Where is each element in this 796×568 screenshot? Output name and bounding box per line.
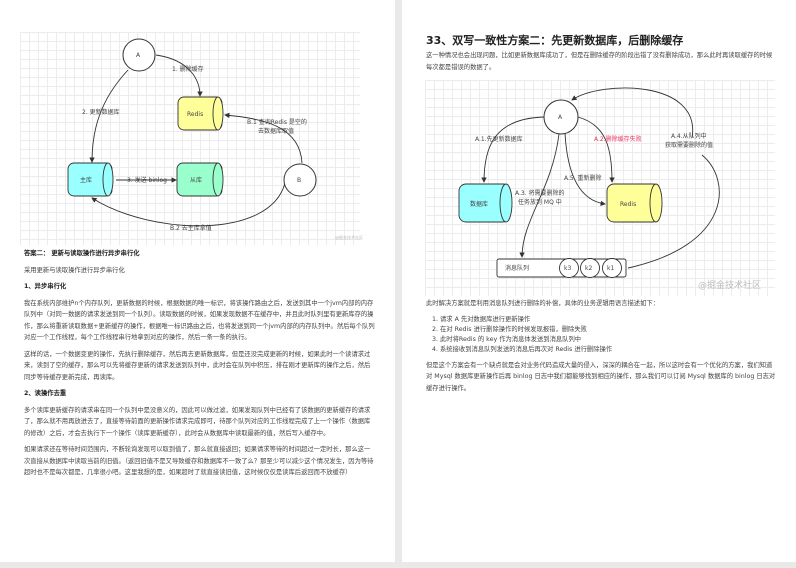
answer-heading: 答案二： 更新与读取操作进行异步串行化 [24,250,140,257]
label-b: B [297,177,301,184]
label-master: 主库 [80,176,92,184]
label-step2: 2. 更新数据库 [82,108,120,116]
step-item: 此时将Redis 的 key 作为消息体发送到消息队列中 [440,335,776,345]
intro-text: 这一种情况也会出现问题，比如更新数据库成功了，但是在删除缓存的阶段出错了没有删除… [426,52,773,71]
section-2-paragraph-2: 如果请求还在等待时间范围内，不断轮询发现可以取到值了，那么就直接返回；如果请求等… [24,446,374,476]
label-a4a: A.4.从队列中 [671,132,707,140]
watermark: @掘金技术社区 [698,279,761,291]
section-1-paragraph-2: 这样的话，一个数据变更的操作，先执行删除缓存，然后再去更新数据库，但是还没完成更… [24,350,371,381]
label-k3: k3 [564,265,571,272]
arrow-b2 [91,182,286,227]
intro-text: 采用更新与读取操作进行异步串行化 [24,266,125,274]
arrow-delete-cache [155,54,203,97]
label-k1: k1 [607,265,614,272]
label-redis: Redis [620,201,636,208]
node-b [283,163,317,197]
solution-lead: 此时解决方案就是利用消息队列进行删除的补偿，具体的业务逻辑用语言描述如下： [426,300,659,307]
diagram-svg: A 数据库 Redis 消息队列 k3 k2 k1 A.1.先更新数据库 A.2… [458,87,761,291]
step-item: 请求 A 先对数据库进行更新操作 [440,315,776,325]
diagram-svg: A B Redis 主库 从库 1. 删除缓存 2. 更新数据库 B.1 查询R… [67,38,363,240]
label-mq: 消息队列 [505,264,529,272]
label-a: A [558,114,563,121]
node-a [543,99,579,135]
page-right: 33、双写一致性方案二：先更新数据库，后删除缓存 这一种情况也会出现问题，比如更… [402,0,796,562]
label-a3a: A.3. 将需要删除的 [515,189,565,197]
label-slave: 从库 [190,176,202,184]
label-b1a: B.1 查询Redis 是空的 [247,118,307,126]
label-b1b: 去数据库取值 [258,127,294,135]
page-left: A B Redis 主库 从库 1. 删除缓存 2. 更新数据库 B.1 查询R… [0,0,395,562]
steps-list: 请求 A 先对数据库进行更新操作 在对 Redis 进行删除操作的时候发现报错，… [426,315,776,355]
label-redis: Redis [187,111,203,118]
label-a5: A.5. 重新删除 [564,174,602,182]
watermark: @掘金技术社区 [335,234,363,240]
node-a [122,38,156,72]
section-2-title: 2、读操作去重 [24,390,67,397]
drawback-paragraph: 但是这个方案会有一个缺点就是会对业务代码造成大量的侵入，深深的耦合在一起，所以这… [426,361,776,392]
section-1-title: 1、异步串行化 [24,283,67,290]
label-a1: A.1.先更新数据库 [475,135,523,143]
arrow-b1 [224,112,303,164]
label-step1: 1. 删除缓存 [172,65,204,73]
step-item: 系统接收到消息队列发送的消息后再次对 Redis 进行删除操作 [440,345,776,355]
page-title: 33、双写一致性方案二：先更新数据库，后删除缓存 [426,34,684,47]
label-a: A [136,52,141,59]
label-a3b: 任务放到 MQ 中 [518,198,562,206]
label-step3: 3. 发送 binlog [127,176,167,184]
label-k2: k2 [585,265,592,272]
label-db: 数据库 [470,200,488,208]
label-a2: A.2.删除缓存失败 [594,135,642,143]
section-2-paragraph-1: 多个读库更新缓存的请求串在同一个队列中是没意义的，因此可以做过滤，如果发现队列中… [24,406,371,437]
section-1-paragraph-1: 我在系统内部维护n个内存队列，更新数据的时候，根据数据的唯一标识，将该操作路由之… [24,299,375,342]
diagram-read-write [20,32,360,245]
step-item: 在对 Redis 进行删除操作的时候发现报错，删除失败 [440,325,776,335]
label-b2: B.2 去主库拿值 [170,224,212,232]
arrow-update-db [89,69,129,163]
label-a4b: 获取需要删除的值 [665,141,713,149]
